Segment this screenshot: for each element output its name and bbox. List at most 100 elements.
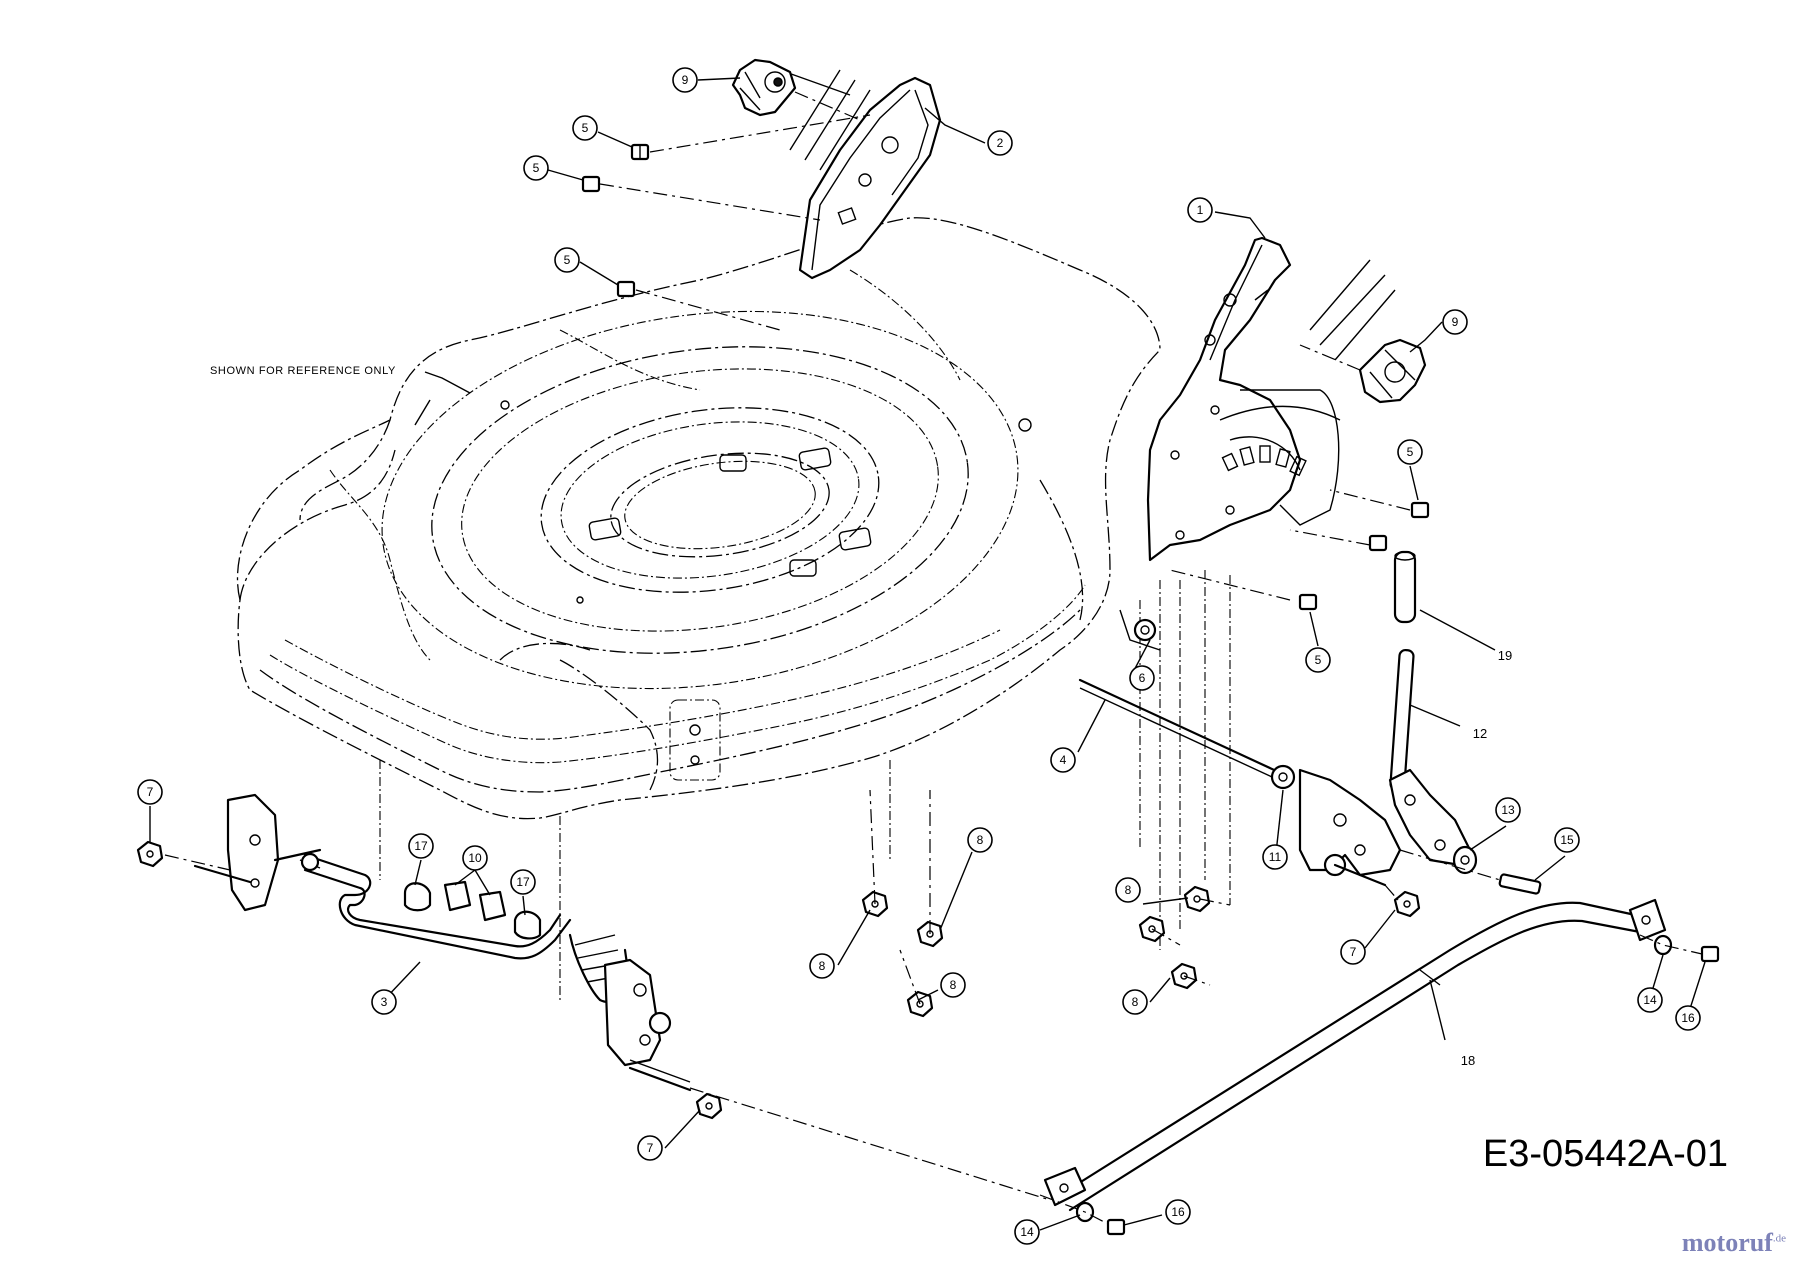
- svg-text:16: 16: [1681, 1011, 1695, 1025]
- callout-8b: 8: [809, 953, 835, 979]
- callout-7-right: 7: [1340, 939, 1366, 965]
- callout-7-lower-left: 7: [637, 1135, 663, 1161]
- axle-rod-3: [299, 852, 572, 960]
- label-19: 19: [1498, 648, 1512, 663]
- right-axle-bracket: [1270, 764, 1402, 887]
- callout-15: 15: [1554, 827, 1580, 853]
- reference-note-arrow: [424, 371, 471, 394]
- svg-text:8: 8: [977, 833, 984, 847]
- callout-3: 3: [371, 989, 397, 1015]
- callout-5a: 5: [572, 115, 598, 141]
- nut-7-left-lower: [695, 1092, 723, 1120]
- nut-7-left-upper: [136, 840, 164, 868]
- callout-5b: 5: [523, 155, 549, 181]
- svg-text:17: 17: [516, 875, 530, 889]
- clip-10: [443, 880, 507, 922]
- bushing-17-right: [513, 910, 542, 940]
- svg-text:3: 3: [381, 995, 388, 1009]
- washer-13: [1452, 845, 1478, 875]
- callout-4: 4: [1050, 747, 1076, 773]
- nut-7-right: [1393, 890, 1421, 918]
- svg-text:4: 4: [1060, 753, 1067, 767]
- washer-6: [1119, 609, 1161, 651]
- bolt-5e: [1368, 534, 1388, 552]
- callout-5c: 5: [554, 247, 580, 273]
- svg-text:5: 5: [564, 253, 571, 267]
- callout-5e: 5: [1305, 647, 1331, 673]
- height-adjuster-bracket-right: [1146, 236, 1341, 562]
- bushing-17-left: [403, 882, 432, 912]
- svg-text:7: 7: [1350, 945, 1357, 959]
- svg-text:17: 17: [414, 839, 428, 853]
- callout-17-left: 17: [408, 833, 434, 859]
- svg-text:9: 9: [1452, 315, 1459, 329]
- bolt-15: [1498, 873, 1542, 895]
- callout-5d: 5: [1397, 439, 1423, 465]
- adjuster-knob-right: [1358, 338, 1427, 404]
- callout-8c: 8: [940, 972, 966, 998]
- svg-text:13: 13: [1501, 803, 1515, 817]
- nut-8d: [1183, 885, 1211, 913]
- svg-text:16: 16: [1171, 1205, 1185, 1219]
- bolt-5c: [616, 280, 636, 298]
- svg-text:11: 11: [1269, 850, 1282, 864]
- callout-14-bottom: 14: [1014, 1219, 1040, 1245]
- watermark-suffix: .de: [1772, 1232, 1786, 1245]
- svg-text:2: 2: [997, 136, 1004, 150]
- svg-text:7: 7: [147, 785, 154, 799]
- callout-2: 2: [987, 130, 1013, 156]
- svg-text:8: 8: [1125, 883, 1132, 897]
- callout-16-right: 16: [1675, 1005, 1701, 1031]
- svg-text:5: 5: [1315, 653, 1322, 667]
- bolt-5a: [630, 143, 650, 161]
- bolt-5f: [1298, 593, 1318, 611]
- rear-axle-rod-18: [1043, 898, 1667, 1212]
- callout-10: 10: [462, 845, 488, 871]
- callout-6: 6: [1129, 665, 1155, 691]
- watermark-logo: motoruf.de: [1682, 1228, 1786, 1258]
- callout-7-upper-left: 7: [137, 779, 163, 805]
- callout-8d: 8: [1115, 877, 1141, 903]
- mower-deck-outline: [236, 217, 1231, 1000]
- watermark-text: motoruf: [1681, 1228, 1773, 1257]
- callout-14-right: 14: [1637, 987, 1663, 1013]
- svg-text:10: 10: [468, 851, 482, 865]
- label-18: 18: [1461, 1053, 1475, 1068]
- svg-text:15: 15: [1560, 833, 1574, 847]
- svg-text:8: 8: [1132, 995, 1139, 1009]
- svg-text:9: 9: [682, 73, 689, 87]
- svg-text:8: 8: [819, 959, 826, 973]
- left-axle-bracket-rear: [193, 793, 322, 912]
- pin-19: [1393, 550, 1417, 624]
- reference-note: SHOWN FOR REFERENCE ONLY: [210, 365, 396, 377]
- spring-assembly: [568, 933, 692, 1092]
- callout-17-right: 17: [510, 869, 536, 895]
- callout-9-right: 9: [1442, 309, 1468, 335]
- callout-8a: 8: [967, 827, 993, 853]
- adjuster-knob-upper: [731, 58, 797, 117]
- bolt-16-bottom: [1106, 1218, 1126, 1236]
- callout-leaders: [149, 77, 1706, 1231]
- bolt-5d: [1410, 501, 1430, 519]
- svg-text:8: 8: [950, 978, 957, 992]
- height-lever-12: [1388, 648, 1472, 867]
- svg-text:7: 7: [647, 1141, 654, 1155]
- label-12: 12: [1473, 726, 1487, 741]
- svg-text:14: 14: [1020, 1225, 1034, 1239]
- callout-13: 13: [1495, 797, 1521, 823]
- callout-9-upper: 9: [672, 67, 698, 93]
- callout-11: 11: [1262, 844, 1288, 870]
- svg-text:1: 1: [1197, 203, 1204, 217]
- svg-text:5: 5: [533, 161, 540, 175]
- svg-text:14: 14: [1643, 993, 1657, 1007]
- svg-text:5: 5: [1407, 445, 1414, 459]
- drawing-code: E3-05442A-01: [1482, 1133, 1728, 1175]
- bolt-5b: [581, 175, 601, 193]
- front-axle-rod: [1078, 678, 1287, 784]
- svg-text:6: 6: [1139, 671, 1146, 685]
- washer-14-right: [1653, 934, 1673, 956]
- callout-1: 1: [1187, 197, 1213, 223]
